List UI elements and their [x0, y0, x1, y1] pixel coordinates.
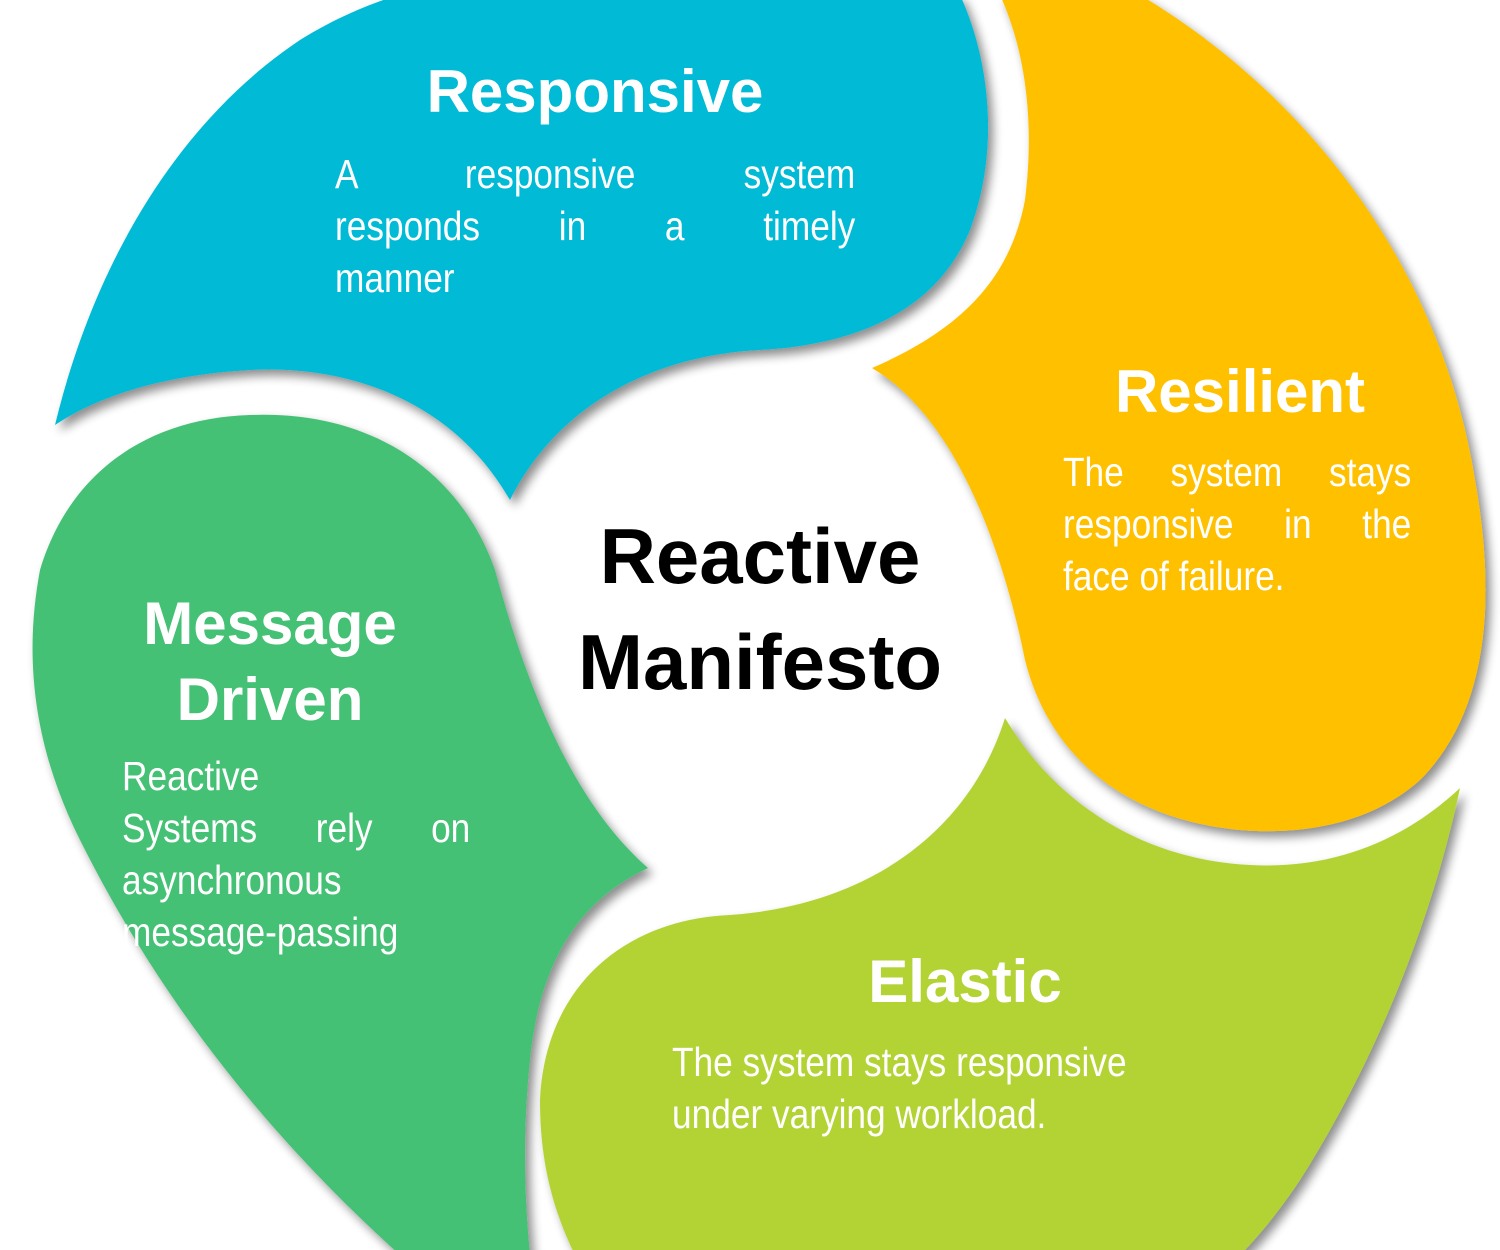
resilient-description: The system stays responsive in the face …	[1063, 446, 1423, 602]
elastic-description-line-1: The system stays responsive	[672, 1039, 1127, 1085]
resilient-segment	[872, 0, 1486, 832]
message-driven-description-line-4: message-passing	[122, 909, 399, 955]
responsive-description-line-3: manner	[335, 255, 455, 301]
responsive-description: A responsive system responds in a timely…	[335, 148, 855, 304]
message-driven-description-line-1: Reactive	[122, 753, 260, 799]
responsive-segment	[55, 0, 989, 500]
message-driven-description-line-2: Systems rely on	[122, 805, 471, 851]
elastic-description: The system stays responsive under varyin…	[672, 1036, 1252, 1140]
responsive-description-line-2: responds in a timely	[335, 203, 856, 249]
responsive-title: Responsive	[426, 58, 764, 125]
elastic-title: Elastic	[868, 948, 1062, 1015]
resilient-title: Resilient	[1114, 358, 1366, 425]
elastic-description-line-2: under varying workload.	[672, 1091, 1047, 1137]
center-title-line-1: Reactive	[599, 512, 921, 600]
message-driven-segment	[32, 414, 648, 1250]
center-title: Reactive Manifesto	[520, 503, 1000, 715]
message-driven-title-line-2: Driven	[176, 666, 364, 733]
responsive-description-line-1: A responsive system	[335, 151, 856, 197]
message-driven-title-line-1: Message	[143, 590, 397, 657]
message-driven-description: Reactive Systems rely on asynchronous me…	[122, 750, 472, 958]
resilient-description-line-2: responsive in the	[1063, 501, 1412, 547]
resilient-description-line-3: face of failure.	[1063, 553, 1285, 599]
elastic-segment	[540, 718, 1460, 1250]
center-title-line-2: Manifesto	[577, 618, 943, 706]
message-driven-description-line-3: asynchronous	[122, 857, 342, 903]
resilient-description-line-1: The system stays	[1063, 449, 1412, 495]
message-driven-title: Message Driven	[100, 586, 440, 738]
